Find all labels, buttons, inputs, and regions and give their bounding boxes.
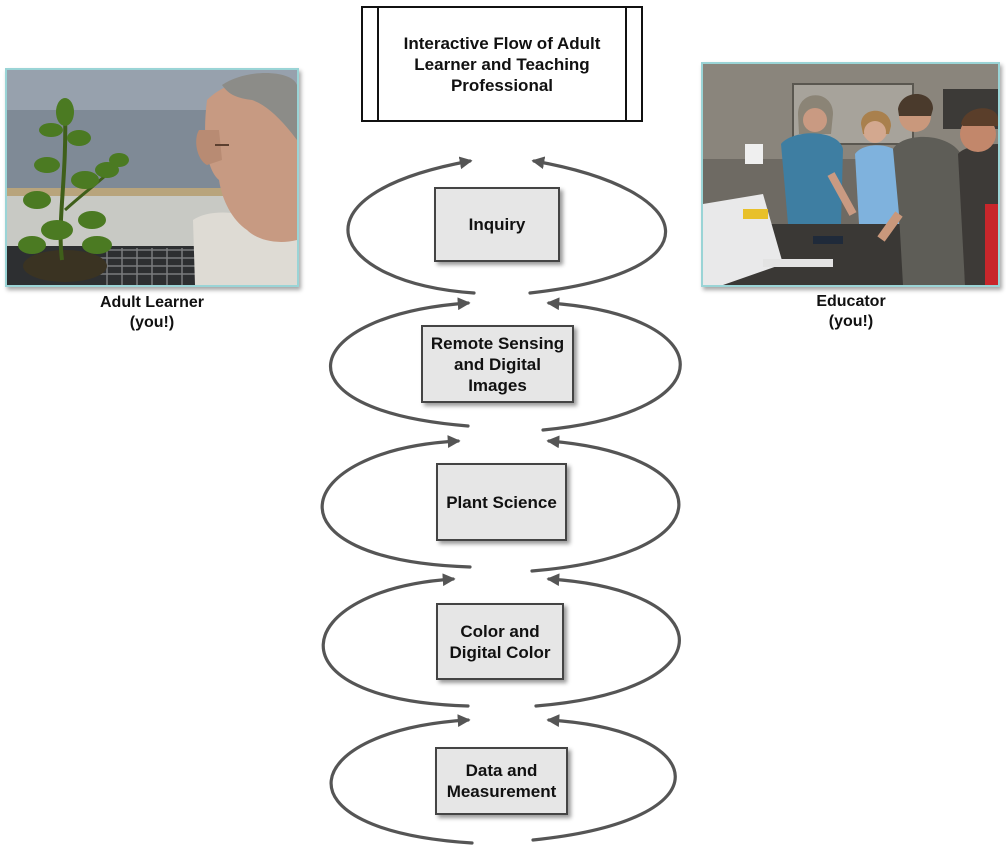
color-cycle-right-arrow [534, 573, 681, 708]
diagram-title: Interactive Flow of Adult Learner and Te… [403, 33, 601, 95]
adult-learner-caption-line2: (you!) [129, 314, 175, 331]
adult-learner-caption: Adult Learner (you!) [52, 293, 252, 333]
remote-cycle-left-arrow [329, 297, 471, 428]
title-box-left-rule [377, 8, 379, 120]
plant-cycle-left-arrow [320, 435, 472, 569]
topic-data-measurement: Data and Measurement [435, 747, 568, 815]
topic-plant-science: Plant Science [436, 463, 567, 541]
adult-learner-caption-line1: Adult Learner [99, 294, 204, 311]
plant-cycle-right-arrow [530, 435, 681, 573]
diagram-title-box: Interactive Flow of Adult Learner and Te… [361, 6, 643, 122]
educator-photo [701, 62, 1000, 287]
inquiry-cycle-left-arrow [346, 156, 476, 295]
data-cycle-right-arrow [531, 714, 677, 842]
data-cycle-left-arrow [329, 714, 474, 845]
remote-cycle-right-arrow [541, 297, 682, 432]
educator-caption-line2: (you!) [828, 313, 874, 330]
topic-inquiry: Inquiry [434, 187, 560, 262]
educator-caption: Educator (you!) [751, 292, 951, 332]
topic-remote-sensing: Remote Sensing and Digital Images [421, 325, 574, 403]
adult-learner-photo [5, 68, 299, 287]
educator-caption-line1: Educator [816, 293, 886, 310]
title-box-right-rule [625, 8, 627, 120]
color-cycle-left-arrow [321, 573, 470, 708]
topic-color: Color and Digital Color [436, 603, 564, 680]
inquiry-cycle-right-arrow [528, 156, 668, 295]
